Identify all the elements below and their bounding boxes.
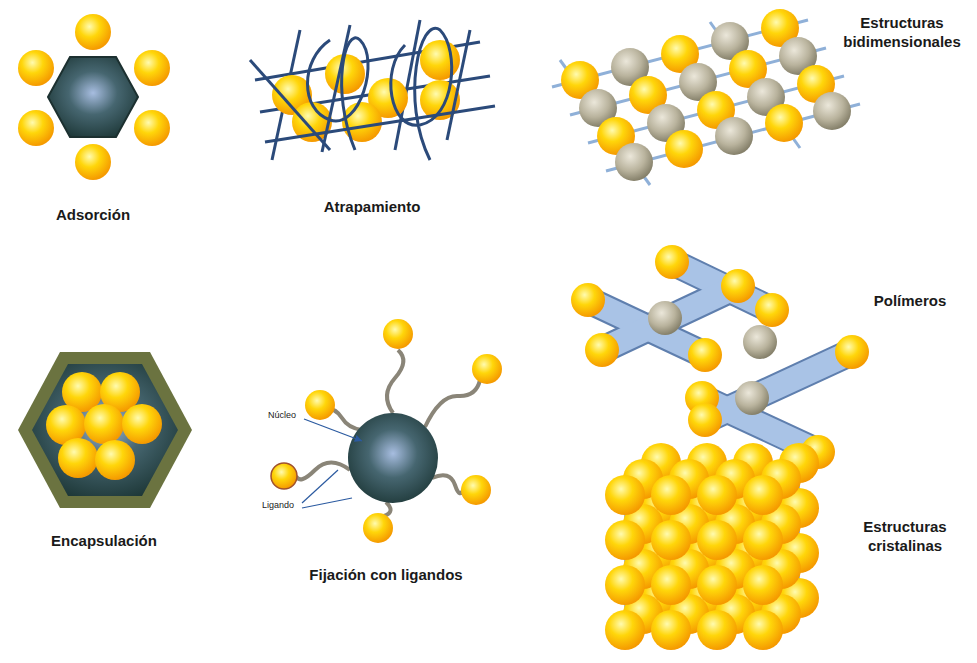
entrapment-figure-part-part xyxy=(308,38,369,150)
polymer-figure-part xyxy=(688,403,722,437)
polymer-figure-part-part xyxy=(602,286,738,350)
polymer-figure-part xyxy=(585,333,619,367)
entrapment-figure-part-part xyxy=(250,60,330,150)
ligand-figure-part xyxy=(302,470,338,503)
ligand-figure-part xyxy=(296,350,480,518)
polymer-figure-part xyxy=(755,293,789,327)
part-label: Ligando xyxy=(262,500,294,511)
entrapment-figure-part-part xyxy=(265,106,495,142)
ligand-figure-part-part xyxy=(432,475,464,493)
crystal-figure-part xyxy=(605,475,783,650)
entrapment-figure-part xyxy=(342,102,382,142)
entrapment-figure xyxy=(250,20,495,160)
two-d-structure-figure-part xyxy=(615,143,653,181)
entrapment-figure-part xyxy=(250,25,495,160)
entrapment-figure-part-part xyxy=(391,28,452,160)
part-label: Núcleo xyxy=(268,410,296,421)
ligand-figure-part xyxy=(472,354,502,384)
adsorption-figure-part xyxy=(75,144,111,180)
figure-label: Polímeros xyxy=(874,292,947,311)
adsorption-figure-part xyxy=(18,110,54,146)
two-d-structure-figure xyxy=(552,9,860,185)
polymer-figure-part xyxy=(835,335,869,369)
ligand-figure xyxy=(271,319,502,543)
polymer-figure-part xyxy=(588,262,852,452)
polymer-figure-part xyxy=(721,269,755,303)
ligand-figure-part xyxy=(363,513,393,543)
ligand-figure-part-part xyxy=(387,350,403,413)
ligand-figure-part xyxy=(305,390,335,420)
encapsulation-figure-part xyxy=(18,352,192,508)
figure-label: Fijación con ligandos xyxy=(309,566,462,585)
adsorption-figure-part xyxy=(75,14,111,50)
figure-label: Atrapamiento xyxy=(324,198,421,217)
two-d-structure-figure-part xyxy=(665,130,703,168)
figure-label: Adsorción xyxy=(56,206,130,225)
encapsulation-figure-part xyxy=(95,440,135,480)
polymer-figure-part-part xyxy=(705,352,852,420)
adsorption-figure xyxy=(18,14,170,180)
adsorption-figure-part xyxy=(48,57,138,137)
ligand-figure-part-part xyxy=(425,380,480,427)
ligand-figure-part xyxy=(304,419,362,441)
encapsulation-figure-part xyxy=(58,438,98,478)
entrapment-figure-part xyxy=(420,40,460,80)
ligand-figure-part xyxy=(302,498,352,508)
encapsulation-figure-part xyxy=(32,364,178,496)
encapsulation-figure xyxy=(18,352,192,508)
polymer-figure-part-part xyxy=(705,352,852,420)
encapsulation-figure-part xyxy=(122,404,162,444)
polymer-figure-part xyxy=(655,245,689,279)
ligand-figure-part-part xyxy=(296,463,350,480)
crystal-figure xyxy=(605,443,819,650)
polymer-figure-part xyxy=(735,381,769,415)
two-d-structure-figure-part xyxy=(765,104,803,142)
polymer-figure-part xyxy=(588,262,852,452)
adsorption-figure-part xyxy=(134,110,170,146)
polymer-figure-part xyxy=(648,301,682,335)
two-d-structure-figure-part xyxy=(552,20,860,185)
adsorption-figure-part xyxy=(134,50,170,86)
polymer-figure-part xyxy=(743,325,777,359)
polymer-figure-part xyxy=(688,338,722,372)
two-d-structure-figure-part xyxy=(813,92,851,130)
figure-label: Estructuras bidimensionales xyxy=(835,14,970,52)
figure-label: Encapsulación xyxy=(51,532,157,551)
encapsulation-figure-part xyxy=(84,404,124,444)
polymer-figure-part xyxy=(571,283,605,317)
adsorption-figure-part xyxy=(18,50,54,86)
ligand-figure-part xyxy=(461,475,491,505)
ligand-figure-part xyxy=(348,413,438,503)
two-d-structure-figure-part xyxy=(715,117,753,155)
ligand-figure-part xyxy=(271,463,297,489)
polymer-figure xyxy=(571,245,869,469)
figure-label: Estructuras cristalinas xyxy=(843,518,968,556)
ligand-figure-part xyxy=(383,319,413,349)
